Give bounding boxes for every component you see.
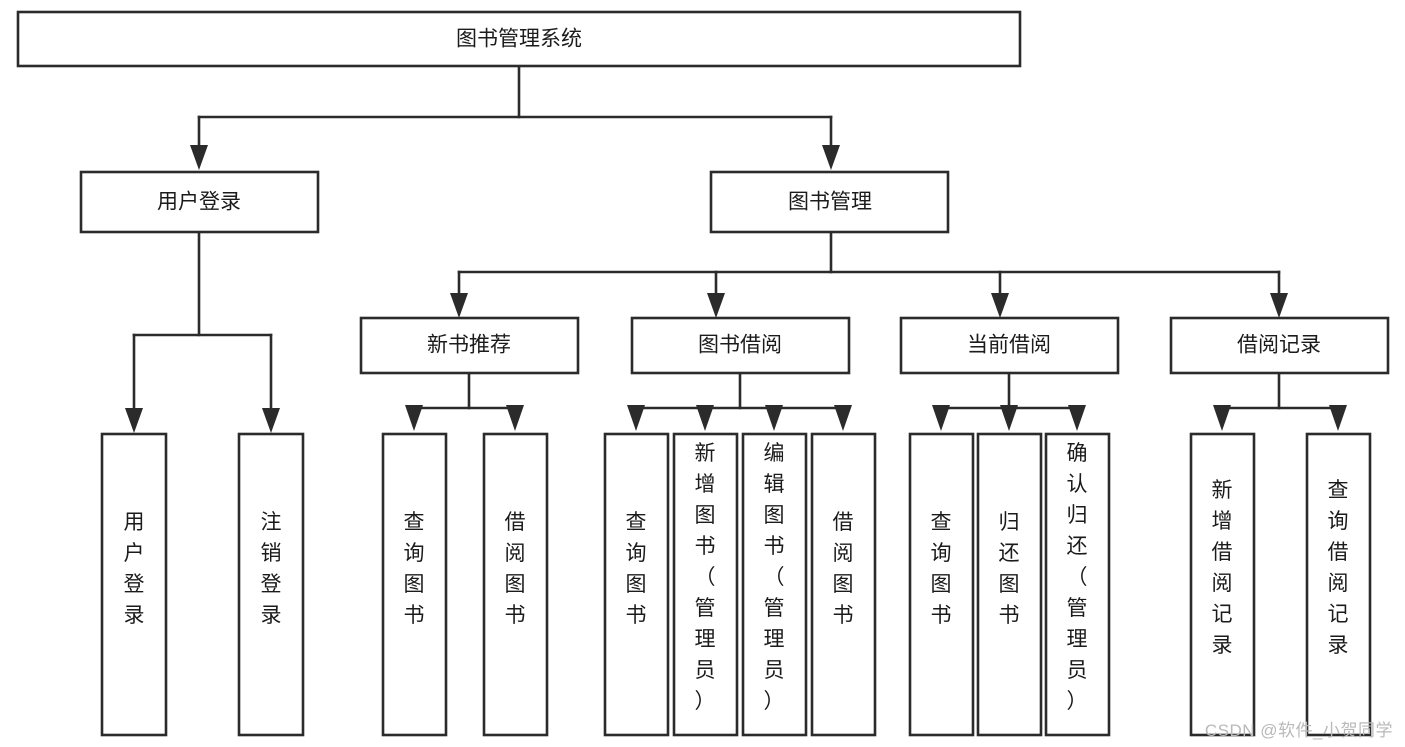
arrow-icon-leaf-query-book-current: [932, 405, 950, 431]
arrow-icon-leaf-add-borrow-record: [1213, 405, 1231, 431]
node-book-manage-label: 图书管理: [788, 191, 872, 214]
node-leaf-logout-login-label: 注销登录: [261, 511, 282, 627]
node-leaf-query-book-recommend-box[interactable]: [381, 432, 448, 737]
node-leaf-return-book-box[interactable]: [976, 432, 1043, 737]
arrow-icon-leaf-borrow-book-recommend: [506, 405, 524, 431]
node-leaf-query-borrow-record-label: 查询借阅记录: [1328, 479, 1349, 657]
node-leaf-add-book-admin[interactable]: 新增图书（管理员）: [672, 432, 739, 737]
node-leaf-query-borrow-record-box[interactable]: [1305, 432, 1372, 737]
node-borrow-record-box[interactable]: [1169, 316, 1390, 375]
arrow-icon-to-book-manage: [822, 145, 840, 170]
node-new-book-recommend-box[interactable]: [359, 316, 580, 375]
arrow-icon-to-new-book-recommend: [450, 293, 468, 318]
node-new-book-recommend[interactable]: 新书推荐: [359, 316, 580, 375]
node-user-login-box[interactable]: [79, 170, 320, 234]
node-book-borrow-label: 图书借阅: [698, 334, 782, 357]
arrow-icon-leaf-logout-login: [262, 408, 280, 433]
node-leaf-add-borrow-record-label: 新增借阅记录: [1212, 479, 1233, 657]
node-leaf-query-book-borrow-label: 查询图书: [626, 511, 647, 627]
arrow-icon-leaf-borrow-book: [834, 405, 852, 431]
node-leaf-confirm-return-admin[interactable]: 确认归还（管理员）: [1044, 432, 1111, 737]
node-leaf-user-login-label: 用户登录: [124, 511, 145, 627]
node-leaf-query-book-current-label: 查询图书: [931, 511, 952, 627]
node-book-borrow-box[interactable]: [630, 316, 851, 375]
arrow-icon-leaf-return-book: [1000, 405, 1018, 431]
arrow-icon-leaf-confirm-return-admin: [1068, 405, 1086, 431]
node-leaf-confirm-return-admin-label: 确认归还（管理员）: [1067, 442, 1088, 713]
node-leaf-add-borrow-record[interactable]: 新增借阅记录: [1189, 432, 1256, 737]
node-leaf-query-book-recommend-label: 查询图书: [404, 511, 425, 627]
node-leaf-borrow-book-recommend[interactable]: 借阅图书: [482, 432, 549, 737]
node-book-manage[interactable]: 图书管理: [709, 170, 950, 234]
node-leaf-query-book-borrow[interactable]: 查询图书: [603, 432, 670, 737]
node-leaf-add-borrow-record-box[interactable]: [1189, 432, 1256, 737]
node-current-borrow-box[interactable]: [899, 316, 1120, 375]
arrow-icon-to-book-borrow: [707, 293, 725, 318]
arrow-icon-leaf-query-book-borrow: [627, 405, 645, 431]
node-root-box[interactable]: [16, 10, 1022, 68]
leaf-layer: 用户登录 注销登录 查询图书 借阅图书 查询图书 新增图书（管理员）: [100, 432, 1372, 737]
node-leaf-borrow-book-recommend-box[interactable]: [482, 432, 549, 737]
node-user-login[interactable]: 用户登录: [79, 170, 320, 234]
node-leaf-confirm-return-admin-box[interactable]: [1044, 432, 1111, 737]
arrow-icon-to-user-login: [190, 145, 208, 170]
arrow-icon-leaf-query-book-recommend: [405, 405, 423, 431]
node-leaf-query-borrow-record[interactable]: 查询借阅记录: [1305, 432, 1372, 737]
node-root[interactable]: 图书管理系统: [16, 10, 1022, 68]
node-leaf-edit-book-admin-label: 编辑图书（管理员）: [764, 442, 785, 713]
node-leaf-user-login[interactable]: 用户登录: [100, 432, 168, 737]
node-new-book-recommend-label: 新书推荐: [427, 334, 511, 357]
node-leaf-query-book-current[interactable]: 查询图书: [908, 432, 975, 737]
node-book-manage-box[interactable]: [709, 170, 950, 234]
connector-layer: [125, 64, 1347, 433]
node-leaf-return-book[interactable]: 归还图书: [976, 432, 1043, 737]
node-user-login-label: 用户登录: [157, 191, 241, 214]
node-current-borrow[interactable]: 当前借阅: [899, 316, 1120, 375]
node-leaf-add-book-admin-box[interactable]: [672, 432, 739, 737]
node-leaf-user-login-box[interactable]: [100, 432, 168, 737]
node-current-borrow-label: 当前借阅: [967, 334, 1051, 357]
arrow-icon-leaf-query-borrow-record: [1329, 405, 1347, 431]
arrow-icon-to-borrow-record: [1270, 293, 1288, 318]
arrow-icon-leaf-add-book-admin: [696, 405, 714, 431]
arrow-icon-to-current-borrow: [991, 293, 1009, 318]
node-leaf-logout-login-box[interactable]: [237, 432, 305, 737]
node-leaf-add-book-admin-label: 新增图书（管理员）: [695, 442, 716, 713]
node-leaf-borrow-book-recommend-label: 借阅图书: [505, 511, 526, 627]
node-borrow-record[interactable]: 借阅记录: [1169, 316, 1390, 375]
node-leaf-logout-login[interactable]: 注销登录: [237, 432, 305, 737]
node-leaf-query-book-current-box[interactable]: [908, 432, 975, 737]
node-leaf-edit-book-admin[interactable]: 编辑图书（管理员）: [741, 432, 808, 737]
node-leaf-borrow-book-label: 借阅图书: [833, 511, 854, 627]
node-leaf-edit-book-admin-box[interactable]: [741, 432, 808, 737]
node-leaf-borrow-book-box[interactable]: [810, 432, 877, 737]
arrow-icon-leaf-user-login: [125, 408, 143, 433]
node-root-label: 图书管理系统: [456, 28, 582, 51]
node-leaf-return-book-label: 归还图书: [999, 511, 1020, 627]
node-leaf-borrow-book[interactable]: 借阅图书: [810, 432, 877, 737]
node-leaf-query-book-recommend[interactable]: 查询图书: [381, 432, 448, 737]
arrow-icon-leaf-edit-book-admin: [765, 405, 783, 431]
node-book-borrow[interactable]: 图书借阅: [630, 316, 851, 375]
node-borrow-record-label: 借阅记录: [1237, 334, 1321, 357]
node-leaf-query-book-borrow-box[interactable]: [603, 432, 670, 737]
